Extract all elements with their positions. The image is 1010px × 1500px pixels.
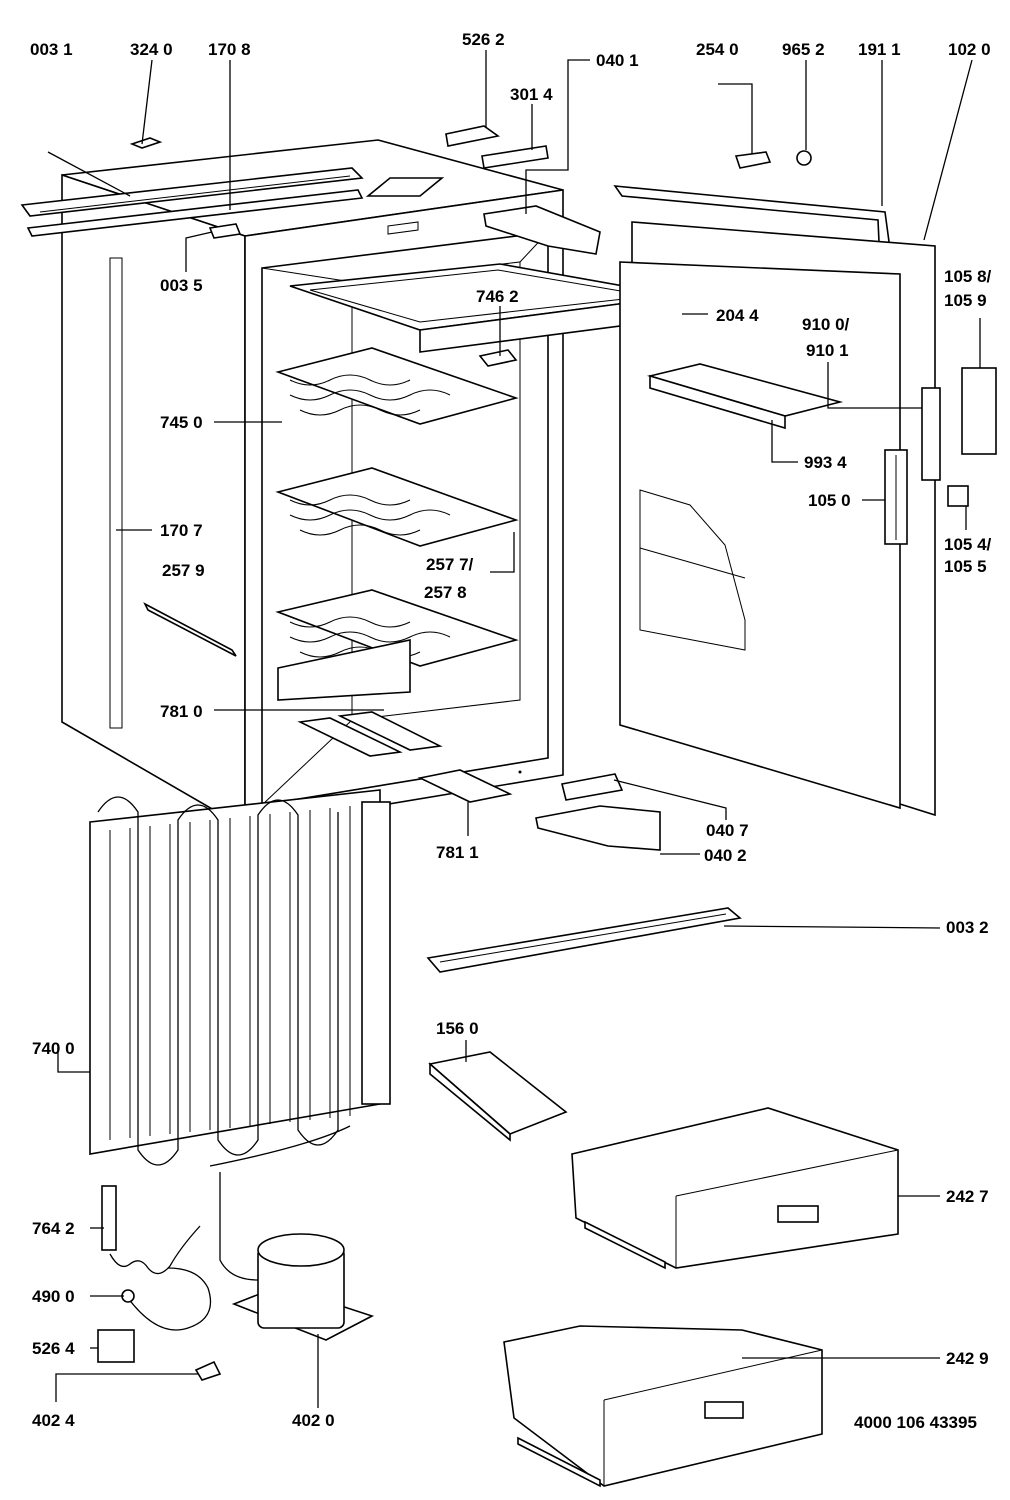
part-labels: 003 1 324 0 170 8 526 2 040 1 301 4 254 …: [30, 30, 992, 1432]
part-105-4: [947, 485, 969, 507]
part-257-9: [143, 602, 237, 657]
capillary-coil: [109, 1225, 201, 1275]
part-324-0: [129, 137, 163, 149]
label-965-2: 965 2: [782, 40, 825, 59]
label-003-2: 003 2: [946, 918, 989, 937]
label-324-0: 324 0: [130, 40, 173, 59]
door-shelf-993-4-front: [649, 374, 786, 430]
label-745-0: 745 0: [160, 413, 203, 432]
part-105-8: [961, 367, 997, 455]
label-526-2: 526 2: [462, 30, 505, 49]
part-965-2: [796, 150, 812, 166]
label-102-0: 102 0: [948, 40, 991, 59]
ice-tray-156-0: [428, 1051, 568, 1135]
label-204-4: 204 4: [716, 306, 759, 325]
label-257-8: 257 8: [424, 583, 467, 602]
label-764-2: 764 2: [32, 1219, 75, 1238]
hinge-910-0: [921, 387, 941, 481]
label-402-4: 402 4: [32, 1411, 75, 1430]
part-003-5: [208, 223, 242, 239]
leader-lines: [47, 50, 981, 1408]
drawer-242-7: [571, 1107, 899, 1270]
label-170-7: 170 7: [160, 521, 203, 540]
hinge-040-2: [535, 805, 661, 851]
label-105-4: 105 4/: [944, 535, 992, 554]
label-301-4: 301 4: [510, 85, 553, 104]
label-910-0: 910 0/: [802, 315, 850, 334]
floor-plate-right: [337, 711, 443, 751]
label-254-0: 254 0: [696, 40, 739, 59]
label-746-2: 746 2: [476, 287, 519, 306]
part-301-4: [481, 145, 549, 169]
plinth-003-2: [426, 907, 742, 973]
inner-drawer: [277, 639, 411, 701]
label-993-4: 993 4: [804, 453, 847, 472]
label-490-0: 490 0: [32, 1287, 75, 1306]
label-242-9: 242 9: [946, 1349, 989, 1368]
label-191-1: 191 1: [858, 40, 901, 59]
label-910-1: 910 1: [806, 341, 849, 360]
label-040-7: 040 7: [706, 821, 749, 840]
floor-plate-left: [297, 717, 403, 757]
hinge-040-1: [483, 205, 601, 255]
label-402-0: 402 0: [292, 1411, 335, 1430]
label-105-8: 105 8/: [944, 267, 992, 286]
label-105-0: 105 0: [808, 491, 851, 510]
label-170-8: 170 8: [208, 40, 251, 59]
label-156-0: 156 0: [436, 1019, 479, 1038]
label-105-5: 105 5: [944, 557, 987, 576]
compressor-402-0: [209, 1125, 375, 1341]
label-040-1: 040 1: [596, 51, 639, 70]
drawer-242-9: [503, 1325, 823, 1488]
label-003-1: 003 1: [30, 40, 73, 59]
part-526-2: [445, 125, 500, 147]
label-781-0: 781 0: [160, 702, 203, 721]
label-781-1: 781 1: [436, 843, 479, 862]
label-526-4: 526 4: [32, 1339, 75, 1358]
part-040-7: [561, 773, 624, 801]
top-rails: [20, 167, 364, 237]
label-040-2: 040 2: [704, 846, 747, 865]
part-781-1: [417, 769, 513, 803]
part-254-0: [734, 151, 772, 169]
filter-764-2: [101, 1185, 117, 1251]
part-746-2: [478, 349, 518, 367]
part-402-4: [194, 1360, 222, 1381]
label-257-7: 257 7/: [426, 555, 474, 574]
shelf-204-4: [289, 263, 683, 353]
catalog-number: 4000 106 43395: [854, 1413, 977, 1432]
part-526-4: [97, 1329, 135, 1363]
condenser-740-0: [89, 789, 391, 1166]
label-003-5: 003 5: [160, 276, 203, 295]
label-740-0: 740 0: [32, 1039, 75, 1058]
power-cable-490-0: [127, 1267, 212, 1331]
label-105-9: 105 9: [944, 291, 987, 310]
label-257-9: 257 9: [162, 561, 205, 580]
label-242-7: 242 7: [946, 1187, 989, 1206]
